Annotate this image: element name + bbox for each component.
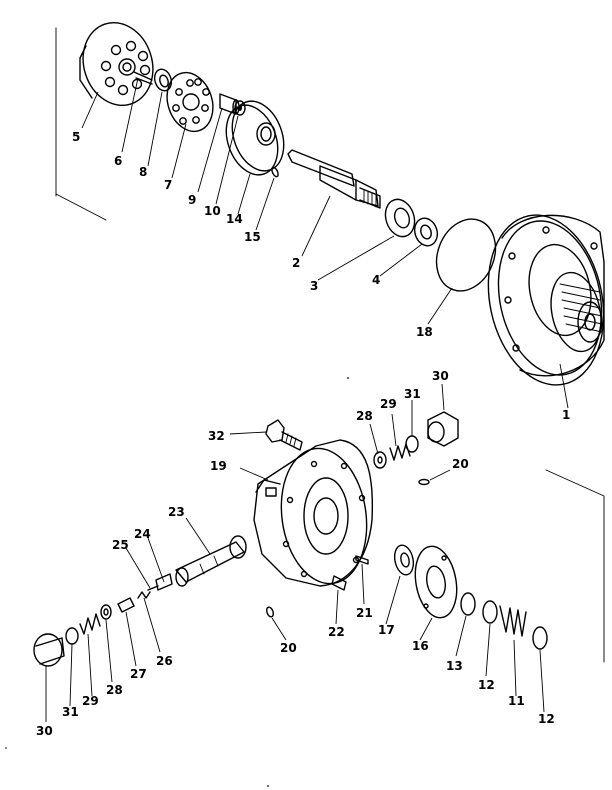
callout-28-lower: 28 — [106, 683, 123, 697]
part-20-pin-lower — [266, 606, 274, 618]
part-15-pin — [271, 166, 279, 178]
callout-22: 22 — [328, 625, 345, 639]
callout-18: 18 — [416, 325, 433, 339]
callout-31-lower: 31 — [62, 705, 79, 719]
callout-4: 4 — [372, 273, 380, 287]
callout-27: 27 — [130, 667, 147, 681]
callout-20-upper: 20 — [452, 457, 469, 471]
callout-30-upper: 30 — [432, 369, 449, 383]
part-5-cylinder-block — [79, 21, 154, 107]
callout-23: 23 — [168, 505, 185, 519]
callout-15: 15 — [244, 230, 261, 244]
upper-group-bracket — [55, 27, 107, 221]
callout-10: 10 — [204, 204, 221, 218]
callout-20-lower: 20 — [280, 641, 297, 655]
part-16-plate — [414, 545, 458, 619]
part-26-spring — [137, 591, 151, 599]
callout-13: 13 — [446, 659, 463, 673]
callout-5: 5 — [72, 130, 80, 144]
callout-17: 17 — [378, 623, 395, 637]
part-8-ball-guide — [153, 68, 173, 92]
part-2-drive-shaft — [287, 149, 381, 209]
part-28-washer-lower — [100, 604, 112, 620]
part-12-ring-lower — [532, 626, 548, 650]
callout-30-lower: 30 — [36, 724, 53, 738]
lower-group-bracket — [545, 469, 605, 663]
part-29-spring-lower — [79, 613, 101, 635]
callout-24: 24 — [134, 527, 151, 541]
callout-25: 25 — [112, 538, 129, 552]
callout-6: 6 — [114, 154, 122, 168]
part-18-o-ring — [435, 218, 497, 292]
callout-labels: 1 2 3 4 5 6 7 8 9 10 14 15 18 30 31 29 2… — [36, 130, 570, 738]
part-14-valve-plate — [225, 100, 285, 176]
part-23-valve-sleeve — [175, 535, 247, 587]
part-30-plug-upper — [427, 411, 459, 447]
part-31-o-ring-lower — [65, 627, 79, 645]
part-27-spring-seat — [117, 597, 135, 613]
scan-specks — [5, 377, 349, 787]
part-20-pin-upper — [418, 478, 430, 486]
part-19-cover — [253, 439, 374, 587]
callout-29-lower: 29 — [82, 694, 99, 708]
part-29-spring-upper — [389, 443, 411, 461]
part-4-bearing — [413, 217, 439, 247]
callout-21: 21 — [356, 606, 373, 620]
part-21-pin — [355, 555, 369, 565]
part-1-motor-case — [487, 214, 605, 386]
part-22-pin — [331, 575, 347, 591]
part-3-bearing — [384, 198, 416, 238]
callout-12-lower: 12 — [538, 712, 555, 726]
part-6-pin — [133, 71, 153, 85]
callout-1: 1 — [562, 408, 570, 422]
callout-31-upper: 31 — [404, 387, 421, 401]
callout-32: 32 — [208, 429, 225, 443]
callout-12-upper: 12 — [478, 678, 495, 692]
callout-11: 11 — [508, 694, 525, 708]
part-30-plug-lower — [33, 633, 65, 667]
callout-28-upper: 28 — [356, 409, 373, 423]
part-13-snap-ring — [460, 592, 476, 616]
callout-14: 14 — [226, 212, 243, 226]
callout-7: 7 — [164, 178, 172, 192]
leader-lines — [45, 77, 569, 722]
callout-29-upper: 29 — [380, 397, 397, 411]
part-28-washer-upper — [373, 451, 387, 469]
part-11-spring — [499, 605, 527, 637]
part-25-spool-pin — [147, 585, 159, 591]
callout-2: 2 — [292, 256, 300, 270]
part-17-bearing — [393, 544, 415, 576]
callout-19: 19 — [210, 459, 227, 473]
callout-16: 16 — [412, 639, 429, 653]
callout-8: 8 — [139, 165, 147, 179]
callout-3: 3 — [310, 279, 318, 293]
callout-26: 26 — [156, 654, 173, 668]
part-12-ring-upper — [482, 600, 498, 624]
callout-9: 9 — [188, 193, 196, 207]
part-32-bolt — [265, 419, 303, 451]
part-7-retainer-plate — [166, 71, 214, 133]
